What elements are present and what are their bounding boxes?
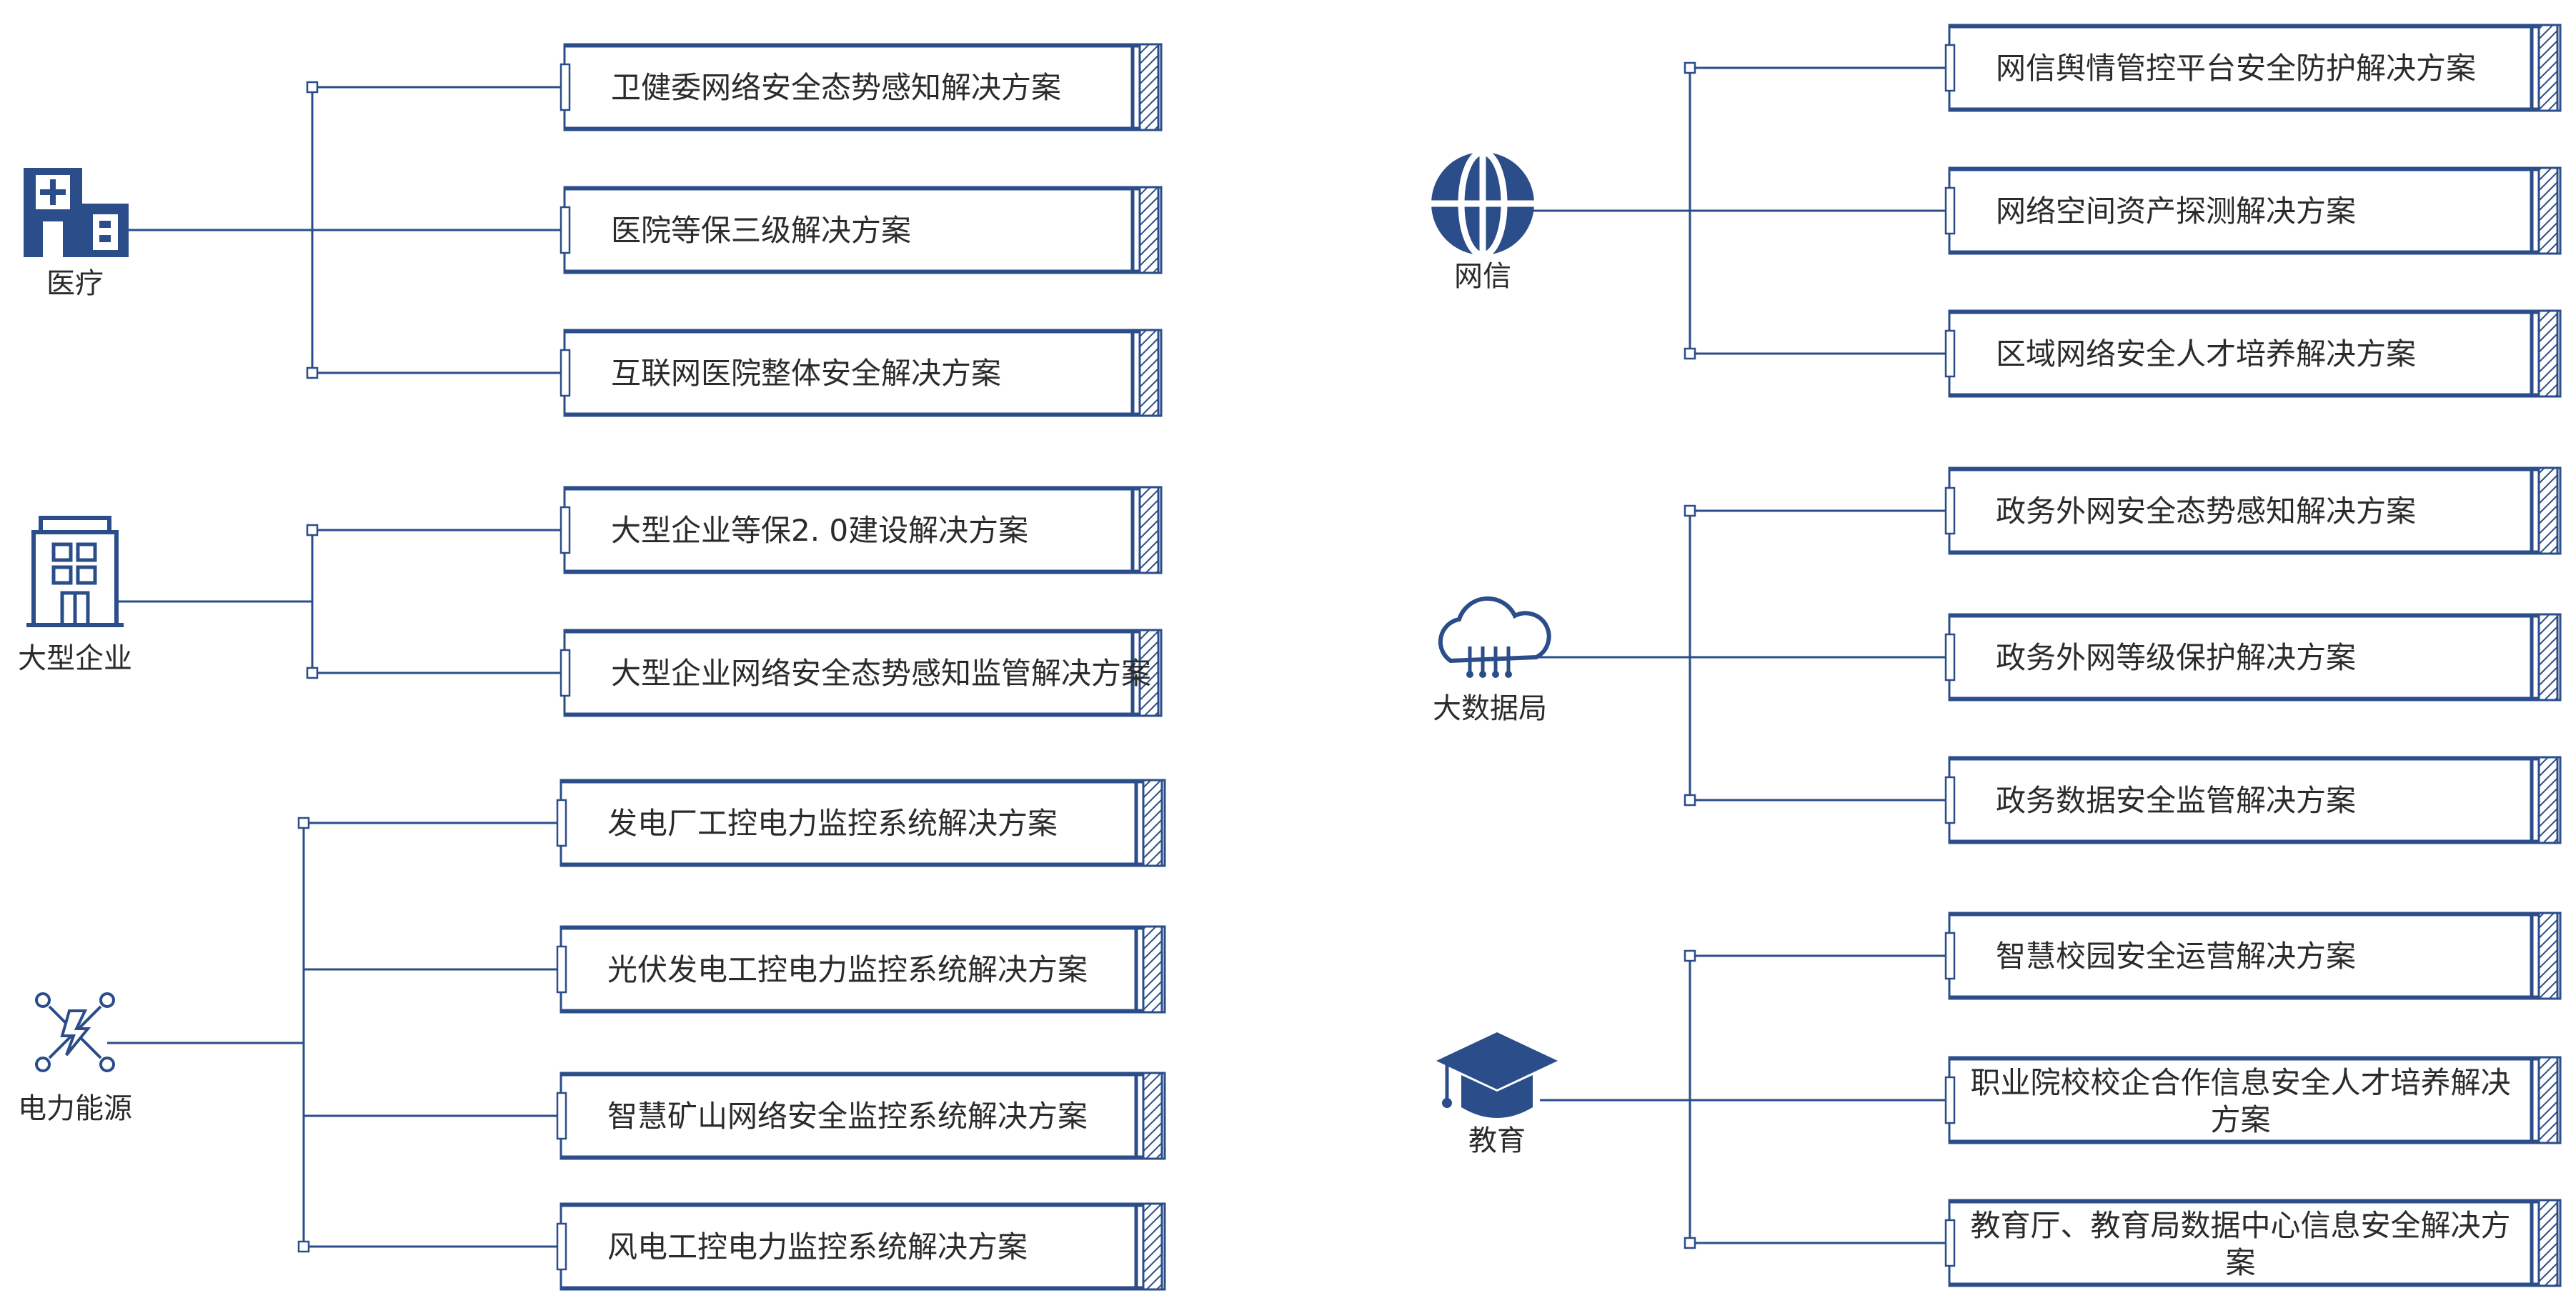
solution-box-energy-1[interactable]: 光伏发电工控电力监控系统解决方案 xyxy=(556,925,1166,1014)
box-anchor xyxy=(560,63,571,111)
connector-node xyxy=(306,81,319,94)
hatched-edge xyxy=(1138,43,1160,131)
graduation-cap-icon xyxy=(1436,1032,1558,1118)
solution-label: 发电厂工控电力监控系统解决方案 xyxy=(607,806,1058,841)
solution-box-education-0[interactable]: 智慧校园安全运营解决方案 xyxy=(1944,912,2562,1000)
solution-label: 风电工控电力监控系统解决方案 xyxy=(607,1229,1028,1264)
box-anchor xyxy=(560,649,571,697)
solution-box-enterprise-1[interactable]: 大型企业网络安全态势感知监管解决方案 xyxy=(560,629,1163,717)
solution-box-medical-1[interactable]: 医院等保三级解决方案 xyxy=(560,186,1163,274)
solution-label: 光伏发电工控电力监控系统解决方案 xyxy=(607,952,1088,987)
solution-label: 网信舆情管控平台安全防护解决方案 xyxy=(1996,51,2476,86)
solution-box-energy-0[interactable]: 发电厂工控电力监控系统解决方案 xyxy=(556,779,1166,867)
solution-label: 智慧校园安全运营解决方案 xyxy=(1996,939,2356,974)
box-anchor xyxy=(1944,1219,1956,1267)
solution-label: 政务外网安全态势感知解决方案 xyxy=(1996,494,2416,529)
connector-node xyxy=(1684,1237,1696,1249)
connector-node xyxy=(1684,949,1696,962)
box-anchor xyxy=(1944,186,1956,235)
solution-box-bigdata-1[interactable]: 政务外网等级保护解决方案 xyxy=(1944,613,2562,702)
connector-node xyxy=(1684,794,1696,807)
category-label-energy: 电力能源 xyxy=(18,1092,132,1125)
globe-icon xyxy=(1431,149,1534,259)
connector-node xyxy=(306,366,319,379)
connector-node xyxy=(297,1240,310,1253)
solution-box-education-1[interactable]: 职业院校校企合作信息安全人才培养解决方案 xyxy=(1944,1056,2562,1144)
box-anchor xyxy=(1944,1076,1956,1124)
solution-box-energy-2[interactable]: 智慧矿山网络安全监控系统解决方案 xyxy=(556,1072,1166,1160)
hatched-edge xyxy=(2537,466,2559,555)
solution-label: 教育厅、教育局数据中心信息安全解决方案 xyxy=(1970,1208,2510,1280)
office-building-icon xyxy=(26,516,124,627)
box-anchor xyxy=(1944,776,1956,824)
solution-box-enterprise-0[interactable]: 大型企业等保2. 0建设解决方案 xyxy=(560,486,1163,574)
power-network-icon xyxy=(35,992,115,1072)
hatched-edge xyxy=(2537,1199,2559,1287)
solution-label: 医院等保三级解决方案 xyxy=(611,213,911,248)
hatched-edge xyxy=(2537,1056,2559,1144)
box-anchor xyxy=(1944,329,1956,378)
box-anchor xyxy=(560,349,571,397)
hatched-edge xyxy=(1142,1072,1163,1160)
connector-node xyxy=(297,817,310,829)
category-label-bigdata: 大数据局 xyxy=(1433,692,1547,725)
solution-label: 区域网络安全人才培养解决方案 xyxy=(1996,336,2416,371)
hatched-edge xyxy=(1138,486,1160,574)
connector-node xyxy=(306,524,319,536)
solution-box-energy-3[interactable]: 风电工控电力监控系统解决方案 xyxy=(556,1202,1166,1291)
solution-label: 互联网医院整体安全解决方案 xyxy=(611,356,1001,391)
hatched-edge xyxy=(1142,925,1163,1014)
category-label-medical: 医疗 xyxy=(46,267,104,300)
box-anchor xyxy=(1944,486,1956,535)
connector-node xyxy=(1684,504,1696,517)
solution-label: 智慧矿山网络安全监控系统解决方案 xyxy=(607,1099,1088,1134)
box-anchor xyxy=(1944,932,1956,980)
hatched-edge xyxy=(1138,629,1160,717)
hatched-edge xyxy=(2537,613,2559,702)
solution-box-education-2[interactable]: 教育厅、教育局数据中心信息安全解决方案 xyxy=(1944,1199,2562,1287)
solution-label: 政务数据安全监管解决方案 xyxy=(1996,783,2356,818)
solution-box-cyberspace-2[interactable]: 区域网络安全人才培养解决方案 xyxy=(1944,309,2562,398)
category-label-cyberspace: 网信 xyxy=(1454,260,1511,293)
cloud-data-icon xyxy=(1438,596,1551,678)
hatched-edge xyxy=(2537,309,2559,398)
solution-box-bigdata-0[interactable]: 政务外网安全态势感知解决方案 xyxy=(1944,466,2562,555)
hatched-edge xyxy=(1142,1202,1163,1291)
solution-label: 职业院校校企合作信息安全人才培养解决方案 xyxy=(1970,1065,2510,1137)
hatched-edge xyxy=(2537,24,2559,112)
hatched-edge xyxy=(2537,166,2559,255)
box-anchor xyxy=(556,1092,567,1140)
connector-node xyxy=(306,667,319,679)
solution-label: 卫健委网络安全态势感知解决方案 xyxy=(611,70,1061,105)
solution-label: 大型企业等保2. 0建设解决方案 xyxy=(611,513,1028,548)
box-anchor xyxy=(560,206,571,254)
hospital-icon xyxy=(24,168,129,257)
hatched-edge xyxy=(2537,756,2559,844)
hatched-edge xyxy=(1138,329,1160,417)
box-anchor xyxy=(556,1222,567,1271)
solution-label: 大型企业网络安全态势感知监管解决方案 xyxy=(611,656,1151,691)
box-anchor xyxy=(556,945,567,994)
solution-label: 政务外网等级保护解决方案 xyxy=(1996,640,2356,675)
solution-box-cyberspace-1[interactable]: 网络空间资产探测解决方案 xyxy=(1944,166,2562,255)
category-label-education: 教育 xyxy=(1468,1124,1526,1157)
solution-box-cyberspace-0[interactable]: 网信舆情管控平台安全防护解决方案 xyxy=(1944,24,2562,112)
box-anchor xyxy=(560,506,571,554)
hatched-edge xyxy=(1138,186,1160,274)
box-anchor xyxy=(556,799,567,847)
connector-node xyxy=(1684,61,1696,74)
category-label-enterprise: 大型企业 xyxy=(18,642,132,675)
solution-label: 网络空间资产探测解决方案 xyxy=(1996,194,2356,229)
box-anchor xyxy=(1944,633,1956,682)
connector-node xyxy=(1684,347,1696,360)
hatched-edge xyxy=(2537,912,2559,1000)
hatched-edge xyxy=(1142,779,1163,867)
solution-box-medical-0[interactable]: 卫健委网络安全态势感知解决方案 xyxy=(560,43,1163,131)
solution-box-medical-2[interactable]: 互联网医院整体安全解决方案 xyxy=(560,329,1163,417)
box-anchor xyxy=(1944,44,1956,92)
solution-box-bigdata-2[interactable]: 政务数据安全监管解决方案 xyxy=(1944,756,2562,844)
